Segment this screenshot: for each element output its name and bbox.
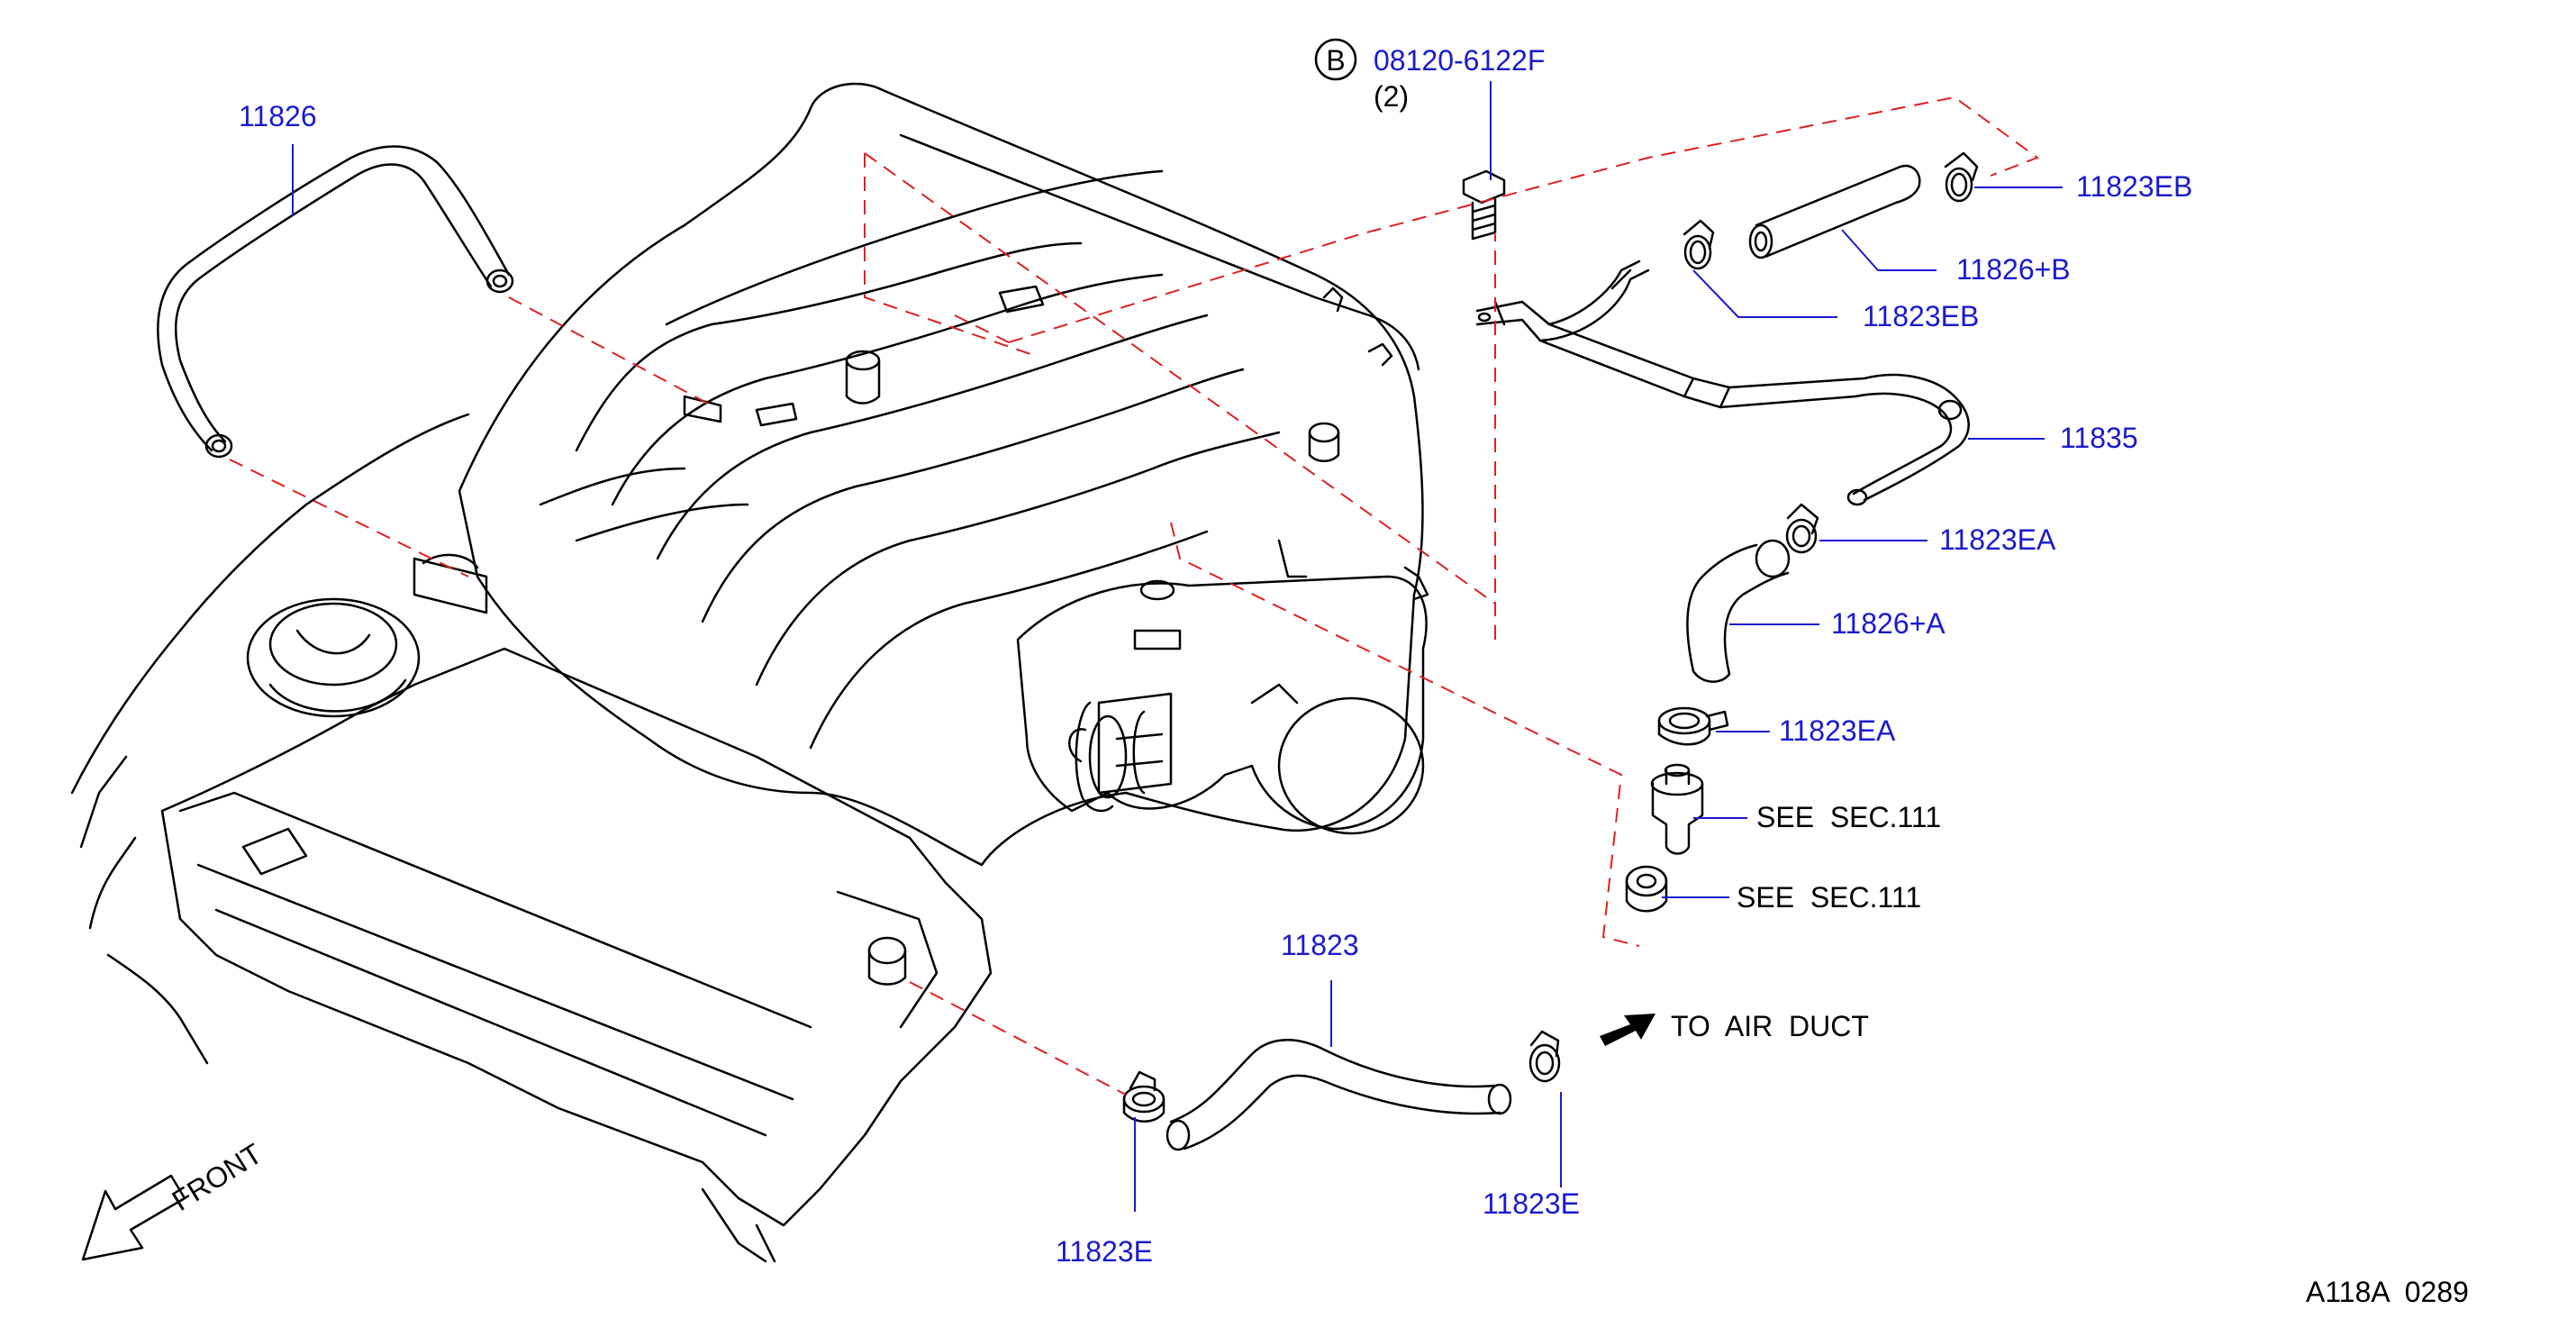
label-11823EA-low: 11823EA <box>1779 714 1896 747</box>
leader-lines <box>292 81 2063 1212</box>
intake-manifold-drawing <box>458 82 1429 867</box>
hose-11823 <box>1166 1039 1512 1151</box>
label-bolt-code: 08120-6122F <box>1374 44 1545 77</box>
clamp-11823EB-mid <box>1683 219 1715 270</box>
clamp-11823EB-top <box>1944 151 1979 203</box>
pipe-11835 <box>1475 259 1970 506</box>
label-11826A: 11826+A <box>1831 607 1946 640</box>
label-front: FRONT <box>167 1137 268 1217</box>
clamp-11823E-right <box>1528 1030 1561 1083</box>
hose-11826B <box>1748 164 1921 259</box>
front-arrow-icon <box>81 1174 186 1261</box>
clamp-11823EA-top <box>1785 503 1819 554</box>
hose-11826 <box>157 145 514 459</box>
label-to-air-duct: TO AIR DUCT <box>1671 1010 1869 1042</box>
label-11823: 11823 <box>1281 929 1359 961</box>
label-11823EB-mid: 11823EB <box>1863 300 1979 332</box>
reference-lines <box>229 96 2040 1096</box>
label-11823E-right: 11823E <box>1483 1187 1580 1220</box>
clamp-11823EA-low <box>1657 706 1729 746</box>
bolt-marker: B <box>1314 38 1357 81</box>
label-11826: 11826 <box>239 100 317 132</box>
label-11835: 11835 <box>2060 422 2138 454</box>
valve-cover-drawing <box>70 413 993 1263</box>
label-11823E-left: 11823E <box>1056 1235 1153 1268</box>
label-see-sec-111-1: SEE SEC.111 <box>1756 801 1941 833</box>
hose-11826A <box>1686 539 1791 683</box>
clamp-11823E-left <box>1122 1070 1166 1123</box>
arrow-to-air-duct-icon <box>1600 1014 1655 1046</box>
label-11826B: 11826+B <box>1956 253 2071 286</box>
label-11823EA-top: 11823EA <box>1939 523 2056 556</box>
label-11823EB-top: 11823EB <box>2076 170 2192 203</box>
bolt-marker-letter: B <box>1326 44 1345 77</box>
pcv-valve <box>1650 763 1704 855</box>
label-see-sec-111-2: SEE SEC.111 <box>1737 881 1921 914</box>
grommet <box>1625 865 1668 913</box>
label-bolt-qty: (2) <box>1374 80 1409 113</box>
figure-code: A118A 0289 <box>2306 1276 2469 1308</box>
bolt-08120-6122F <box>1462 169 1506 241</box>
